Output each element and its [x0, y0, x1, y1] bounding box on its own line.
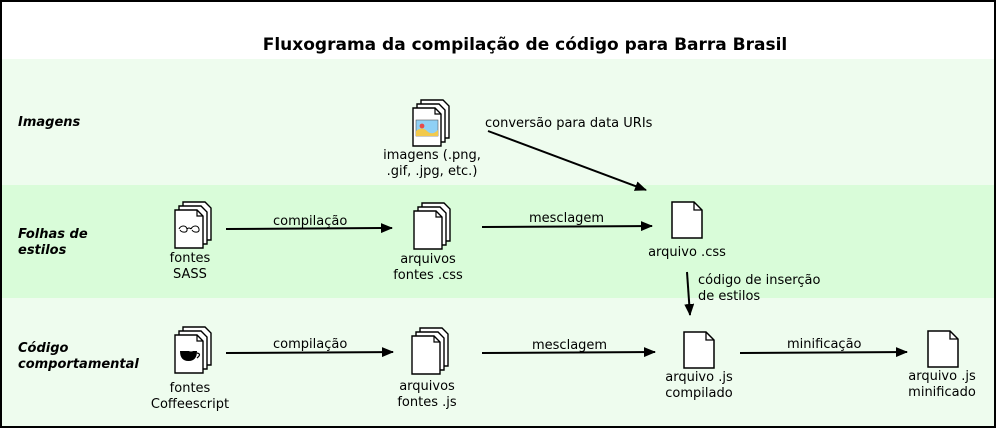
arrow-sass-compile	[225, 223, 393, 234]
node-caption-images: imagens (.png, .gif, .jpg, etc.)	[383, 148, 481, 179]
node-caption-css-file: arquivo .css	[648, 245, 726, 260]
node-caption-css-sources: arquivos fontes .css	[393, 252, 463, 283]
edge-label-js-minify: minificação	[787, 337, 862, 352]
file-icon	[671, 201, 703, 239]
image-files-icon	[412, 99, 450, 147]
lane-band-images	[2, 59, 994, 185]
lane-label-behavior: Código comportamental	[18, 341, 139, 372]
js-files-icon	[411, 327, 449, 375]
lane-label-images: Imagens	[18, 115, 81, 130]
node-caption-coffee-sources: fontes Coffeescript	[150, 381, 230, 412]
edge-label-sass-compile: compilação	[273, 214, 348, 229]
node-caption-js-minified: arquivo .js minificado	[908, 369, 976, 400]
sass-files-icon	[174, 201, 212, 249]
edge-label-coffee-compile: compilação	[273, 337, 348, 352]
arrow-css-merge	[481, 221, 653, 232]
arrow-images-to-css	[487, 130, 647, 191]
node-caption-js-compiled: arquivo .js compilado	[665, 370, 733, 401]
edge-label-css-merge: mesclagem	[529, 211, 605, 226]
node-caption-js-sources: arquivos fontes .js	[397, 379, 457, 410]
diagram-title: Fluxograma da compilação de código para …	[262, 35, 788, 55]
arrow-css-insert	[684, 271, 695, 316]
lane-band-styles	[2, 185, 994, 298]
css-files-icon	[413, 202, 451, 250]
arrow-js-minify	[739, 347, 908, 358]
lane-label-styles: Folhas de estilos	[18, 227, 88, 258]
file-icon	[683, 331, 715, 369]
arrow-js-merge	[481, 347, 656, 358]
edge-label-js-merge: mesclagem	[532, 338, 608, 353]
lane-band-behavior	[2, 298, 994, 426]
file-icon	[927, 330, 959, 368]
coffee-files-icon	[174, 326, 212, 374]
node-caption-sass-sources: fontes SASS	[169, 251, 211, 282]
arrow-coffee-compile	[225, 347, 394, 358]
edge-label-css-insert: código de inserção de estilos	[698, 273, 821, 304]
edge-label-data-uri: conversão para data URIs	[485, 116, 653, 131]
